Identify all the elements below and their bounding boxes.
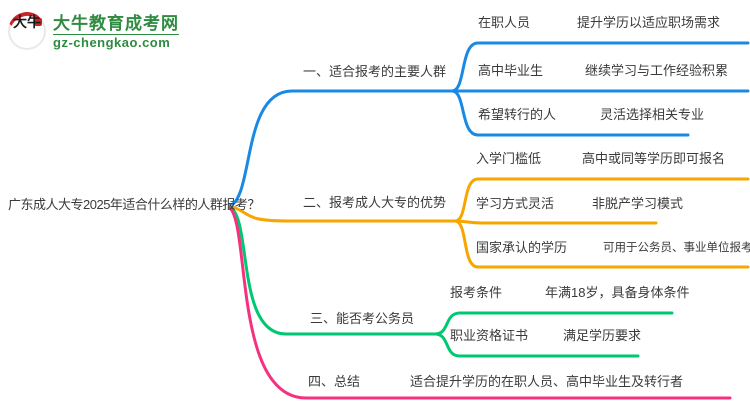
branch-1-main-line — [228, 89, 750, 208]
site-logo: 大牛 大牛教育成考网 gz-chengkao.com — [3, 7, 179, 55]
branch-1-item-1-desc: 提升学历以适应职场需求 — [577, 15, 721, 30]
branch-1-item-1-term: 在职人员 — [478, 15, 531, 30]
branch-3-subline-2 — [433, 332, 640, 358]
branch-2-item-3-term: 国家承认的学历 — [476, 240, 568, 255]
branch-4-main-line — [228, 206, 732, 400]
branch-1-label: 一、适合报考的主要人群 — [303, 64, 447, 79]
branch-2-item-1-desc: 高中或同等学历即可报名 — [582, 151, 726, 166]
branch-3-item-1-term: 报考条件 — [450, 285, 503, 300]
branch-1-item-3-desc: 灵活选择相关专业 — [600, 107, 705, 122]
branch-4-label: 四、总结 — [308, 374, 361, 389]
logo-badge-text: 大牛 — [13, 16, 41, 31]
branch-4-summary: 适合提升学历的在职人员、高中毕业生及转行者 — [410, 374, 684, 389]
branch-3-item-2-term: 职业资格证书 — [450, 328, 529, 343]
branch-3-item-1-desc: 年满18岁，具备身体条件 — [545, 285, 690, 300]
logo-red-seal-icon — [34, 18, 42, 26]
logo-badge-icon: 大牛 — [3, 7, 51, 55]
branch-1-item-2-desc: 继续学习与工作经验积累 — [585, 63, 729, 78]
root-node: 广东成人大专2025年适合什么样的人群报考？ — [8, 197, 260, 212]
branch-2-item-2-desc: 非脱产学习模式 — [592, 196, 684, 211]
branch-1-item-2-term: 高中毕业生 — [478, 63, 544, 78]
logo-site-domain: gz-chengkao.com — [53, 35, 171, 50]
branch-2-item-3-desc: 可用于公务员、事业单位报考 — [603, 242, 750, 254]
branch-2-subline-1 — [453, 177, 750, 223]
branch-2-label: 二、报考成人大专的优势 — [303, 195, 447, 210]
branch-2-subline-2 — [453, 219, 658, 225]
branch-3-main-line — [228, 205, 437, 336]
branch-3-item-2-desc: 满足学历要求 — [563, 328, 642, 343]
logo-badge-red-arc — [3, 7, 51, 55]
branch-3-label: 三、能否考公务员 — [310, 311, 415, 326]
branch-1-subline-3 — [450, 89, 690, 137]
branch-2-item-1-term: 入学门槛低 — [476, 151, 542, 166]
branch-2-subline-3 — [453, 219, 750, 269]
branch-1-item-3-term: 希望转行的人 — [478, 107, 557, 122]
branch-2-main-line — [228, 204, 462, 223]
logo-site-title: 大牛教育成考网 — [53, 14, 179, 35]
branch-1-subline-1 — [450, 41, 750, 93]
branch-2-item-2-term: 学习方式灵活 — [476, 196, 555, 211]
